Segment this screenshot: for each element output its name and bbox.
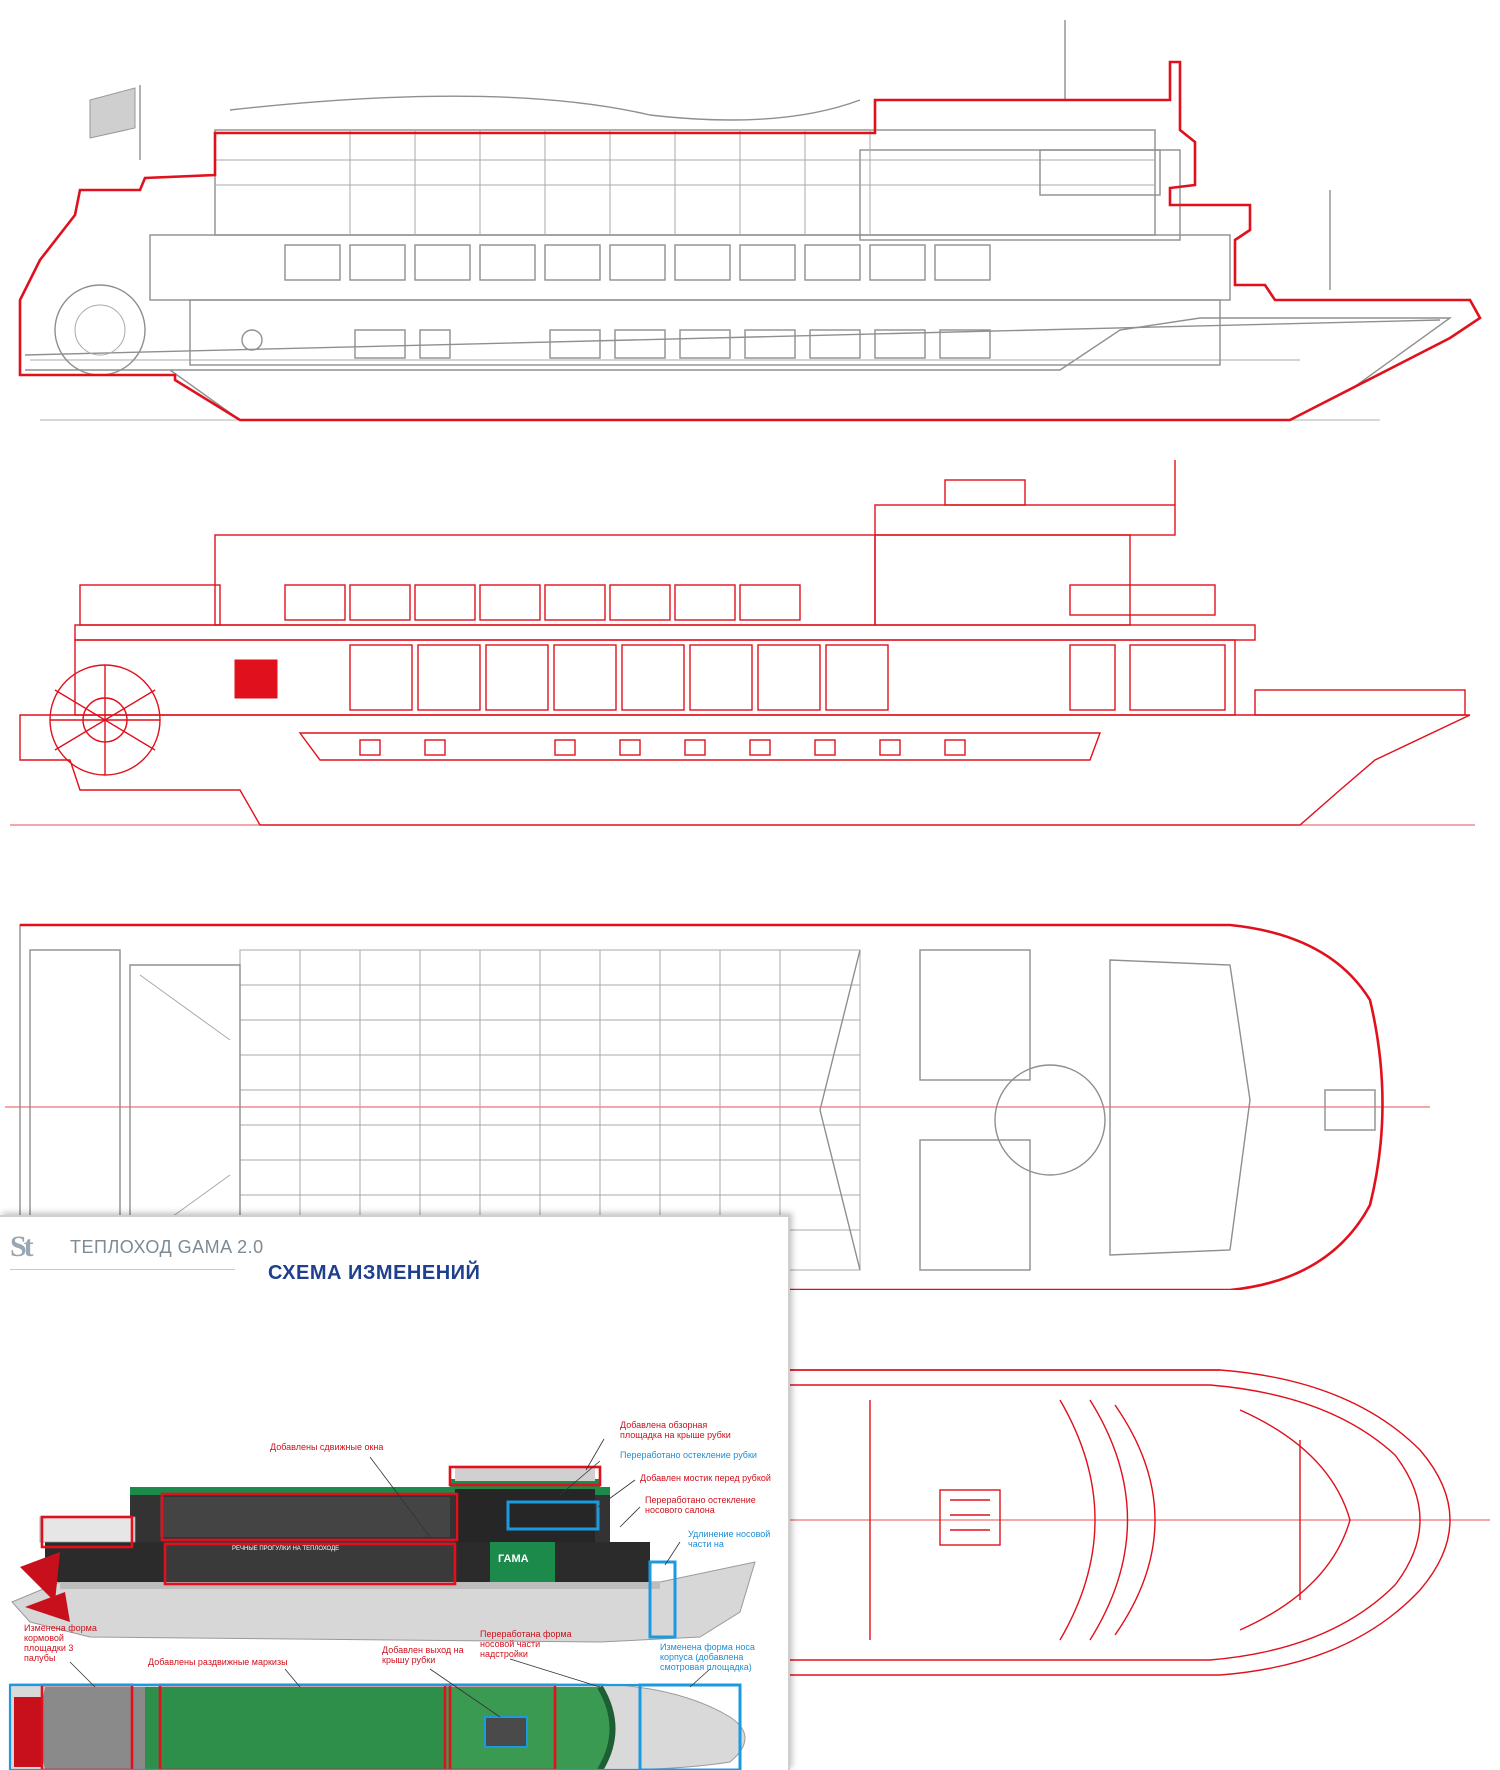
annotation-bow-saloon-glazing: Переработано остекление носового салона — [645, 1495, 756, 1515]
annotation-hull-bow-shape: Изменена форма носа корпуса (добавлена с… — [660, 1642, 755, 1672]
annotation-bridge: Добавлен мостик перед рубкой — [640, 1473, 771, 1483]
inset-side-render — [11, 1438, 756, 1643]
annotation-roof-platform: Добавлена обзорная площадка на крыше руб… — [620, 1420, 731, 1440]
inset-change-scheme: St ТЕПЛОХОД GAMA 2.0 СХЕМА ИЗМЕНЕНИЙ — [0, 1215, 790, 1770]
hull-band-label: РЕЧНЫЕ ПРОГУЛКИ НА ТЕПЛОХОДЕ — [232, 1546, 340, 1552]
annotation-wheelhouse-glazing: Переработано остекление рубки — [620, 1450, 757, 1460]
roof-plan-bow — [780, 1369, 1490, 1676]
upper-deck-grid — [215, 130, 1155, 235]
inset-render — [8, 1438, 756, 1770]
windows-deck1 — [241, 329, 991, 359]
annotation-superstructure-bow: Переработана форма носовой части надстро… — [480, 1629, 572, 1659]
inset-top-render — [8, 1658, 746, 1770]
annotation-roof-exit: Добавлен выход на крышу рубки — [382, 1645, 464, 1665]
annotation-bow-extension: Удлинение носовой части на — [688, 1529, 771, 1549]
side-view-new-paddle — [49, 664, 161, 776]
annotation-sliding-windows: Добавлены сдвижные окна — [270, 1442, 384, 1452]
title-divider — [10, 1269, 235, 1270]
company-logo: St — [10, 1230, 34, 1263]
side-view-new-upper-windows — [284, 584, 801, 621]
annotation-stern-platform: Изменена форма кормовой площадки 3 палуб… — [24, 1623, 97, 1663]
brand-logo: ГАМА — [498, 1553, 529, 1565]
side-view-new — [10, 460, 1475, 826]
side-view-new-saloon-windows — [349, 644, 889, 711]
side-view-red-outline — [18, 60, 1482, 422]
annotation-retractable-awnings: Добавлены раздвижные маркизы — [148, 1657, 288, 1667]
side-view-original — [18, 20, 1482, 422]
deck-plan-red-outline — [20, 923, 1384, 1292]
scheme-title: СХЕМА ИЗМЕНЕНИЙ — [268, 1262, 481, 1284]
side-view-new-portholes — [359, 739, 966, 756]
windows-deck2 — [284, 244, 991, 281]
vessel-title: ТЕПЛОХОД GAMA 2.0 — [70, 1237, 264, 1257]
